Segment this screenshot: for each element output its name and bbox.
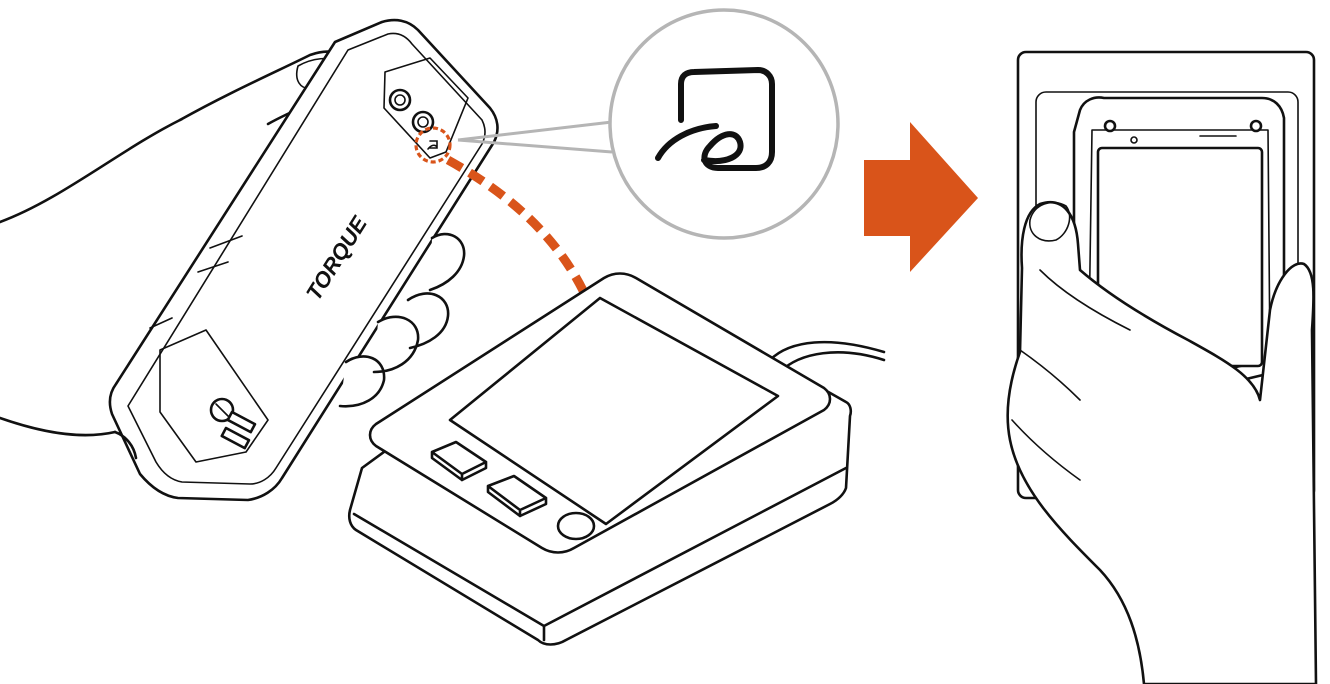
reader-round-button bbox=[556, 511, 596, 541]
left-fingers bbox=[338, 232, 466, 408]
nfc-mark-icon bbox=[655, 67, 775, 171]
nfc-callout bbox=[457, 8, 840, 240]
right-thumbnail bbox=[1029, 201, 1071, 242]
right-hand bbox=[1006, 201, 1318, 684]
phone-back: TORQUE bbox=[108, 18, 499, 502]
nfc-reader-device bbox=[347, 272, 886, 646]
reader-pad bbox=[448, 296, 780, 526]
reader-button-2 bbox=[486, 474, 548, 518]
arrow-right-icon bbox=[864, 122, 978, 272]
hand-holding-phone: TORQUE bbox=[0, 18, 499, 502]
reader-button-1 bbox=[430, 440, 488, 482]
phone-nfc-mark-icon bbox=[427, 140, 438, 150]
phone-nfc-highlight bbox=[414, 126, 452, 164]
